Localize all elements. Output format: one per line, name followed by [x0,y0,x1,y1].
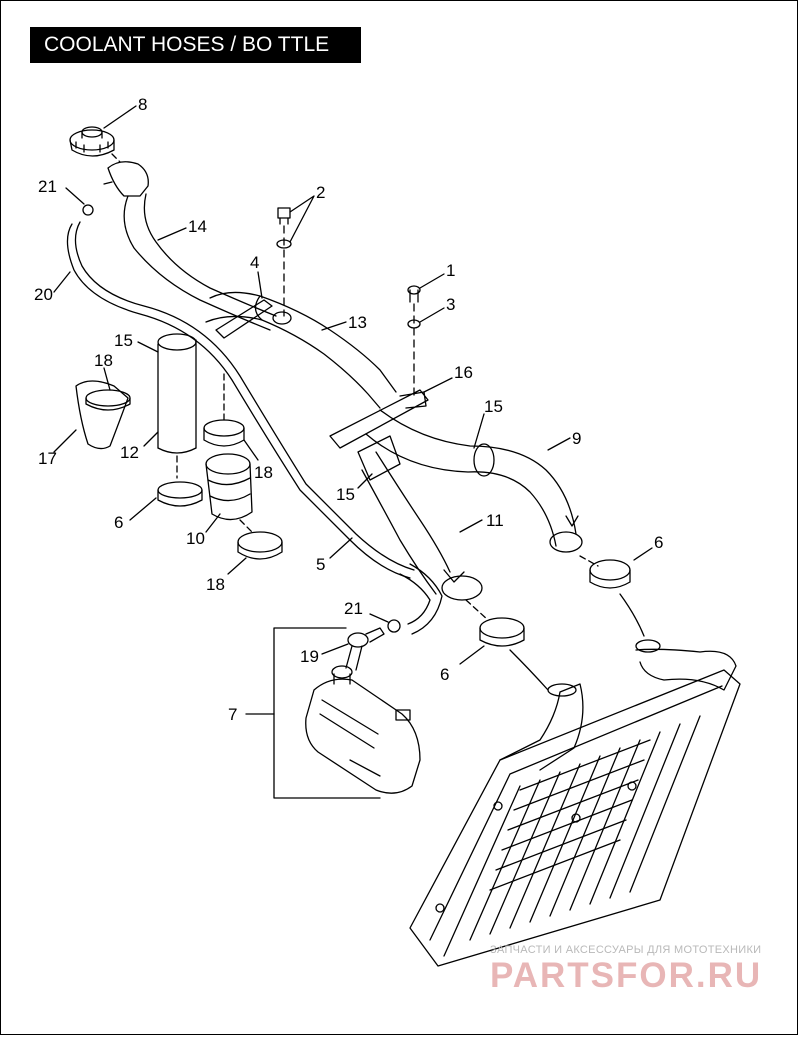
leader-18-lower [227,557,247,575]
label-9: 9 [572,429,581,448]
label-18-lower: 18 [206,575,225,594]
part-2-bolt [272,207,292,325]
leader-18-mid [243,439,259,461]
leader-10 [205,513,221,533]
label-6-lower: 6 [440,665,449,684]
filler-neck [103,161,149,197]
label-21-top: 21 [38,177,57,196]
label-11: 11 [486,511,504,530]
label-15-left: 15 [114,331,133,350]
leader-3 [419,307,445,323]
part-21-clamp-top [82,204,94,216]
label-7: 7 [228,705,237,724]
label-17: 17 [38,449,57,468]
radiator [409,639,741,967]
part-18-clamp-mid [203,419,245,447]
leader-12 [143,431,159,447]
leader-15-right [473,413,485,449]
leader-1 [419,273,445,289]
leader-8 [103,105,137,129]
leader-6-right [633,547,653,561]
part-10-hose [205,453,253,521]
part-6-clamp-left [157,481,203,507]
label-13: 13 [348,313,367,332]
part-6-clamp-lower [479,617,525,647]
page-title-text: COOLANT HOSES / BO TTLE [44,33,330,56]
part-19-fitting [345,627,385,671]
diagram-lines [53,105,741,967]
part-9-hose [365,409,583,553]
label-2: 2 [316,183,325,202]
part-18-clamp-lower [237,531,283,560]
label-19: 19 [300,647,319,666]
part-1-screw [407,285,421,303]
label-4: 4 [250,253,259,272]
leader-6-lower [459,645,485,665]
label-3: 3 [446,295,455,314]
label-14: 14 [188,217,207,236]
leader-15-mid [357,473,373,489]
part-21-clamp-lower [387,619,401,633]
part-13-pipe [205,291,397,409]
leader-21-top [65,187,85,205]
label-18-left: 18 [94,351,113,370]
leader-14 [157,227,187,241]
part-8-cap [69,126,115,157]
page-title: COOLANT HOSES / BO TTLE [30,27,361,63]
label-5: 5 [316,555,325,574]
leader-6-left [129,497,157,521]
leader-9 [547,437,571,451]
leader-11 [459,519,483,533]
part-7-bracket-box [273,627,381,799]
leader-20 [53,271,71,293]
label-20: 20 [34,285,53,304]
label-8: 8 [138,95,147,114]
part-16-bracket [329,389,429,449]
leader-15-left [137,341,159,353]
leader-17 [53,429,77,453]
label-18-mid: 18 [254,463,273,482]
callout-labels: 8 21 2 14 20 4 1 3 13 15 18 16 15 9 17 1… [34,95,663,724]
label-15-right: 15 [484,397,503,416]
axis-8 [111,153,121,163]
label-1: 1 [446,261,455,280]
label-6-right: 6 [654,533,663,552]
part-11-hose [357,435,483,601]
part-6-clamp-right [589,559,631,589]
label-15-mid: 15 [336,485,355,504]
leader-5 [329,537,353,559]
label-10: 10 [186,529,205,548]
label-21-lower: 21 [344,599,363,618]
leader-16 [423,377,453,393]
watermark-subtitle: ЗАПЧАСТИ И АКСЕССУАРЫ ДЛЯ МОТОТЕХНИКИ [490,944,762,956]
leader-21-lower [369,613,389,623]
leader-4 [257,271,263,299]
leader-2 [289,195,315,243]
part-7-bottle [305,665,421,794]
leader-18-left [103,367,111,391]
label-16: 16 [454,363,473,382]
label-12: 12 [120,443,139,462]
part-12-hose [157,333,197,454]
part-17-filler-cap [75,380,131,450]
part-4-strap [215,299,273,339]
watermark-logo: PARTSFOR.RU [490,956,763,995]
leader-13 [321,321,347,331]
label-6-left: 6 [114,513,123,532]
leader-19 [321,643,349,655]
